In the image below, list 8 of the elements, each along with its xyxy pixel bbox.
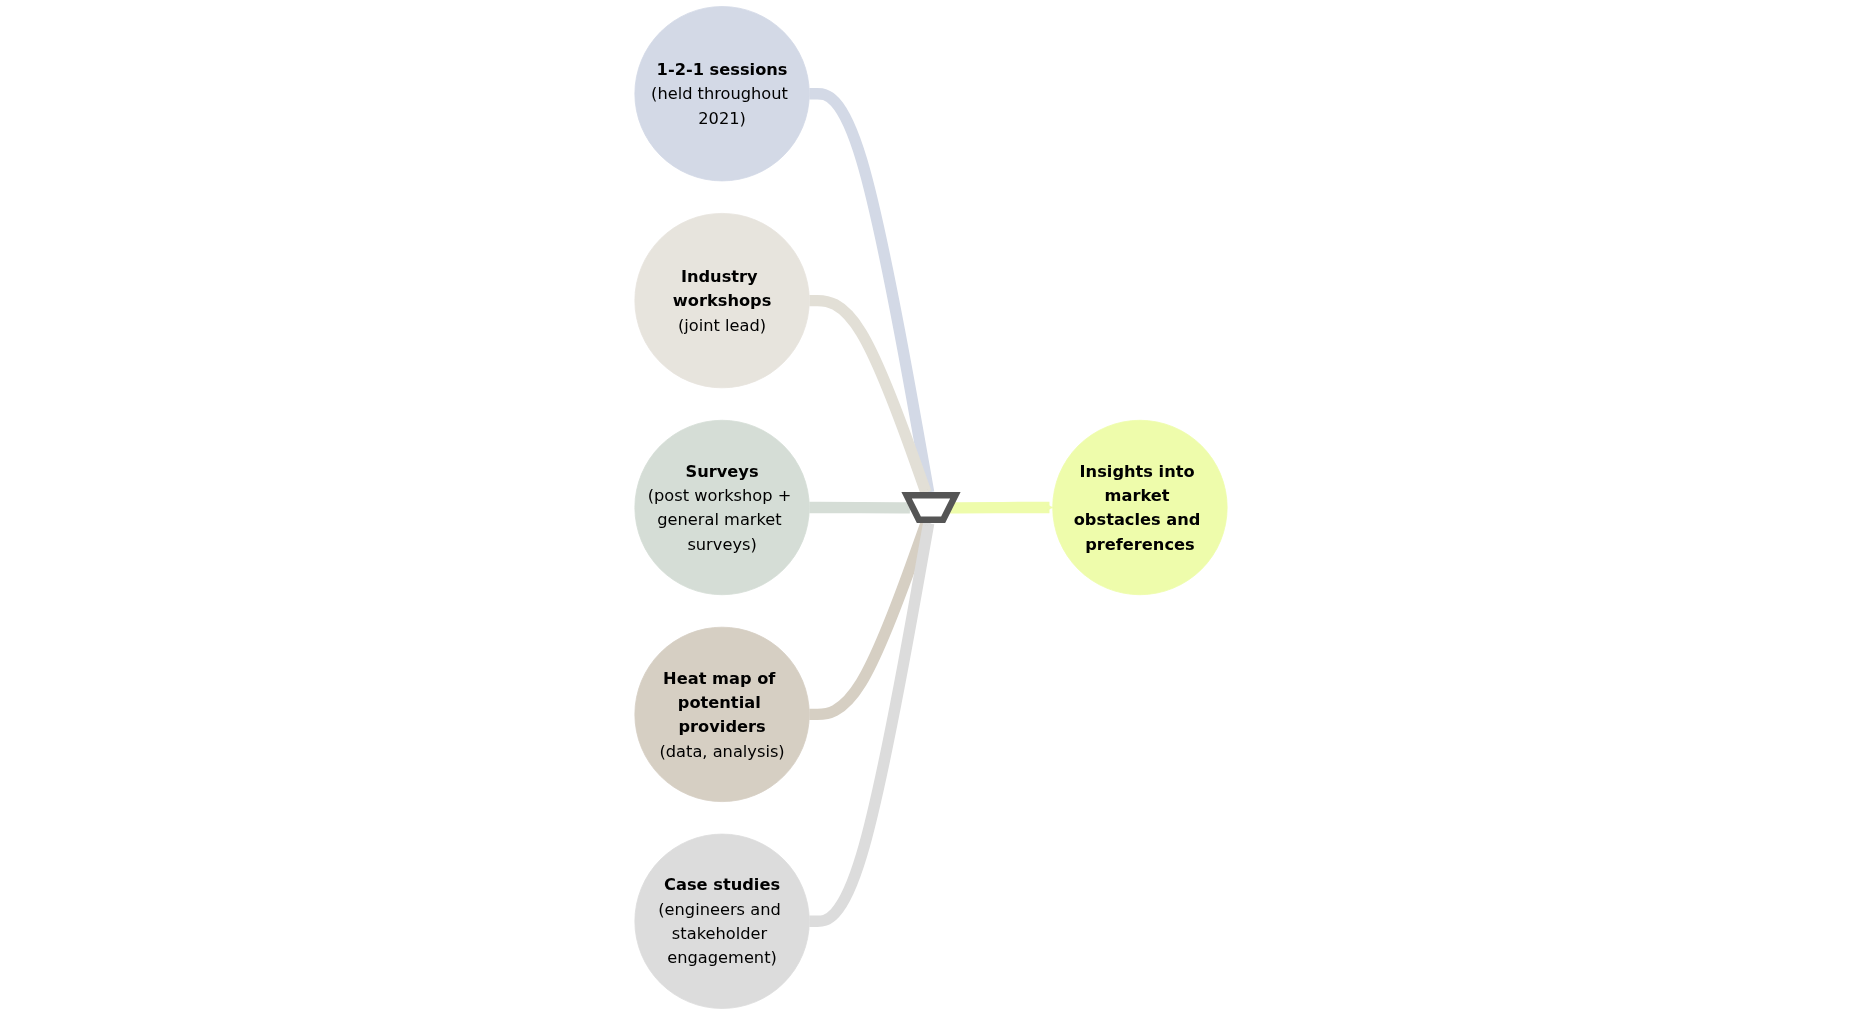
- arrow: [949, 501, 1054, 514]
- node-circle: Insights into market obstacles and preferences: [1052, 419, 1228, 596]
- node-circle: Surveys (post workshop + general market surveys): [634, 419, 810, 596]
- node-circle: Case studies (engineers and stakeholder engagement): [634, 833, 810, 1009]
- node-circle: Industry workshops (joint lead): [634, 213, 810, 389]
- node-circle: 1-2-1 sessions (held throughout 2021): [634, 6, 810, 182]
- node-circle: Heat map of potential providers (data, analysis): [634, 626, 810, 802]
- node-funnel: [901, 492, 961, 523]
